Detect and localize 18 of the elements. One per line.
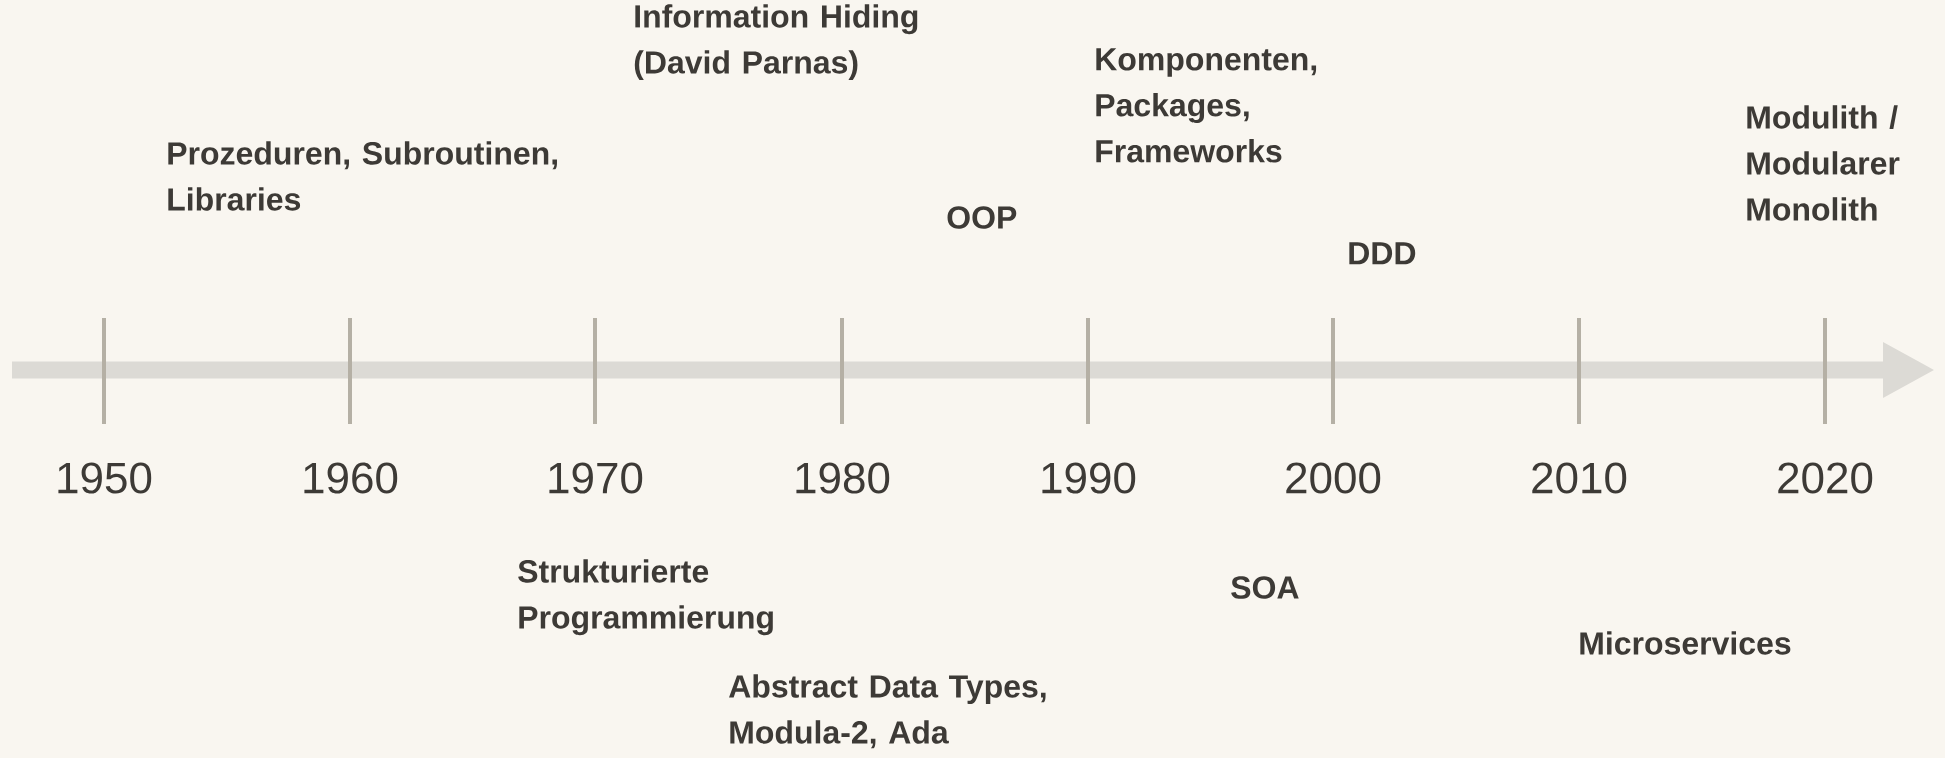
year-label: 1970: [549, 462, 643, 494]
year-label: 2010: [1532, 462, 1627, 494]
year-label: 2020: [1778, 462, 1873, 494]
event-label: DDD: [1349, 242, 1416, 265]
event-label: Prozeduren, Subroutinen, Libraries: [168, 141, 557, 211]
event-label: Komponenten, Packages, Frameworks: [1096, 48, 1317, 163]
event-label: Modulith / Modularer Monolith: [1747, 105, 1900, 221]
year-label: 1950: [58, 462, 152, 494]
event-label: Strukturierte Programmierung: [518, 559, 773, 636]
year-label: 1980: [796, 462, 890, 494]
year-label: 1960: [304, 462, 398, 494]
event-label: Information Hiding (David Parnas): [634, 4, 918, 80]
year-label: 1990: [1042, 462, 1136, 494]
event-label: SOA: [1231, 576, 1299, 599]
event-label: Microservices: [1580, 631, 1791, 655]
year-label: 2000: [1286, 462, 1381, 494]
event-label: OOP: [947, 206, 1017, 229]
event-label: Abstract Data Types, Modula-2, Ada: [729, 674, 1046, 749]
